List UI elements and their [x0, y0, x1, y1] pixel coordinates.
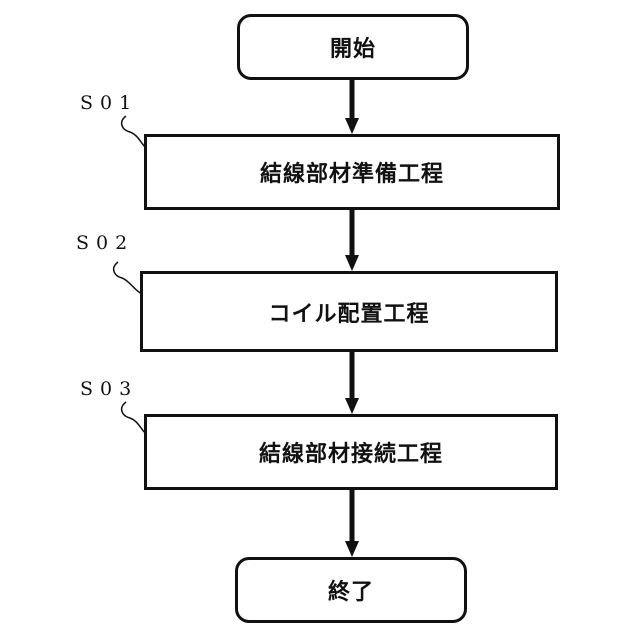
- process-box-s02: コイル配置工程: [140, 271, 558, 352]
- arrowhead-s02-to-s03: [345, 398, 359, 414]
- start-terminal: 開始: [237, 14, 469, 80]
- end-label: 終了: [328, 574, 374, 606]
- leader-line-s03: [122, 402, 146, 434]
- process-label-s01: 結線部材準備工程: [260, 156, 444, 188]
- process-label-s02: コイル配置工程: [268, 296, 429, 328]
- process-box-s01: 結線部材準備工程: [144, 134, 560, 210]
- arrowhead-start-to-s01: [345, 118, 359, 134]
- step-code-s03: S03: [80, 378, 138, 400]
- process-box-s03: 結線部材接続工程: [144, 414, 558, 490]
- process-label-s03: 結線部材接続工程: [259, 436, 443, 468]
- leader-line-s01: [122, 116, 146, 148]
- step-code-s01: S01: [80, 92, 138, 114]
- leader-line-s02: [114, 262, 142, 294]
- end-terminal: 終了: [235, 557, 467, 623]
- arrowhead-s03-to-end: [345, 541, 359, 557]
- step-code-s02: S02: [76, 232, 134, 254]
- start-label: 開始: [330, 31, 376, 63]
- arrowhead-s01-to-s02: [345, 255, 359, 271]
